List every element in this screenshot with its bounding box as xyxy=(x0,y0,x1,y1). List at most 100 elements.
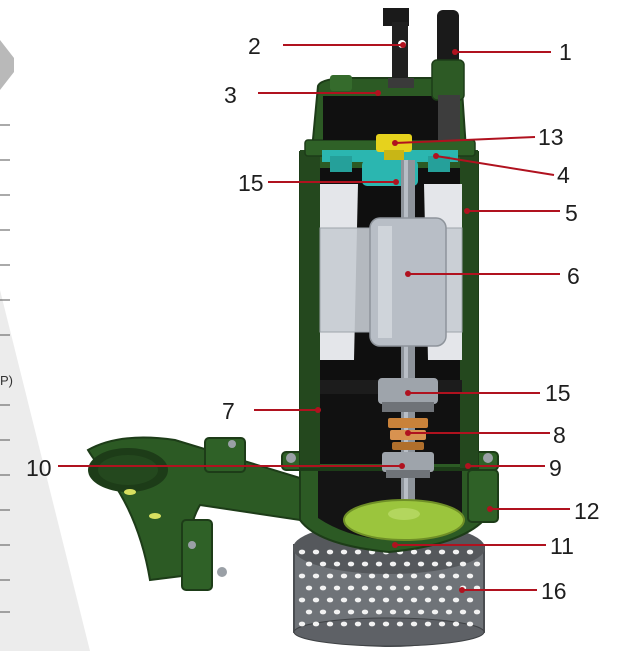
leader-dot-6 xyxy=(405,271,411,277)
strainer-hole xyxy=(452,621,460,627)
leader-dot-3 xyxy=(375,90,381,96)
discharge-elbow xyxy=(86,436,301,591)
impeller xyxy=(343,499,465,541)
strainer-hole xyxy=(298,549,306,555)
strainer-hole xyxy=(459,609,467,615)
strainer-hole xyxy=(333,561,341,567)
strainer-hole xyxy=(438,597,446,603)
leader-dot-4 xyxy=(433,153,439,159)
leader-dot-8 xyxy=(405,430,411,436)
strainer-hole xyxy=(389,609,397,615)
strainer-hole xyxy=(312,573,320,579)
strainer-hole xyxy=(340,621,348,627)
leader-line-4 xyxy=(435,155,555,176)
strainer-hole xyxy=(340,573,348,579)
strainer-hole xyxy=(410,549,418,555)
strainer-hole xyxy=(417,585,425,591)
strainer-hole xyxy=(396,597,404,603)
strainer-hole xyxy=(333,585,341,591)
strainer-hole xyxy=(445,609,453,615)
strainer-hole xyxy=(347,561,355,567)
strainer-hole xyxy=(445,561,453,567)
strainer-hole xyxy=(375,561,383,567)
strainer-hole xyxy=(452,597,460,603)
strainer-hole xyxy=(368,621,376,627)
strainer-hole xyxy=(473,609,481,615)
strainer-hole xyxy=(445,585,453,591)
strainer-hole xyxy=(347,585,355,591)
strainer-hole xyxy=(466,573,474,579)
strainer-hole xyxy=(424,549,432,555)
strainer-hole xyxy=(354,573,362,579)
callout-9: 9 xyxy=(549,455,562,481)
leader-dot-12 xyxy=(487,506,493,512)
strainer-hole xyxy=(403,609,411,615)
strainer-hole xyxy=(354,597,362,603)
strainer-hole xyxy=(354,549,362,555)
strainer-hole xyxy=(389,585,397,591)
leader-lines xyxy=(58,44,570,591)
callout-8: 8 xyxy=(553,422,566,448)
strainer-hole xyxy=(305,561,313,567)
callout-1: 1 xyxy=(559,39,572,65)
strainer-hole xyxy=(340,549,348,555)
leader-dot-9 xyxy=(465,463,471,469)
strainer-hole xyxy=(326,597,334,603)
strainer-hole xyxy=(410,573,418,579)
callout-11: 11 xyxy=(550,533,574,559)
strainer-hole xyxy=(326,549,334,555)
callout-12: 12 xyxy=(574,498,600,524)
strainer-hole xyxy=(312,621,320,627)
strainer-hole xyxy=(340,597,348,603)
leader-dots xyxy=(315,42,493,593)
strainer-hole xyxy=(452,549,460,555)
strainer-hole xyxy=(403,585,411,591)
leader-dot-11 xyxy=(392,542,398,548)
strainer-hole xyxy=(403,561,411,567)
strainer-hole xyxy=(375,585,383,591)
strainer-hole xyxy=(319,561,327,567)
strainer-hole xyxy=(326,573,334,579)
leader-dot-16 xyxy=(459,587,465,593)
leader-dot-15b xyxy=(405,390,411,396)
strainer-hole xyxy=(333,609,341,615)
strainer-hole xyxy=(410,597,418,603)
strainer-hole xyxy=(298,621,306,627)
strainer-hole xyxy=(361,585,369,591)
leader-dot-1 xyxy=(452,49,458,55)
cable-entry xyxy=(431,10,465,140)
callout-13: 13 xyxy=(538,124,564,150)
strainer-hole xyxy=(361,561,369,567)
callout-5: 5 xyxy=(565,200,578,226)
strainer-hole xyxy=(424,597,432,603)
leader-dot-7 xyxy=(315,407,321,413)
callout-7: 7 xyxy=(222,398,235,424)
callout-2: 2 xyxy=(248,33,261,59)
callout-4: 4 xyxy=(557,162,570,188)
strainer-hole xyxy=(466,549,474,555)
strainer-hole xyxy=(361,609,369,615)
leader-dot-5 xyxy=(464,208,470,214)
left-table-rules xyxy=(0,124,10,613)
strainer-hole xyxy=(396,621,404,627)
callout-15-bottom: 15 xyxy=(545,380,571,406)
strainer-hole xyxy=(326,621,334,627)
strainer-hole xyxy=(354,621,362,627)
strainer-hole xyxy=(431,561,439,567)
strainer-hole xyxy=(382,573,390,579)
strainer-holes xyxy=(298,549,481,627)
strainer-hole xyxy=(347,609,355,615)
strainer-hole xyxy=(438,621,446,627)
strainer-hole xyxy=(431,609,439,615)
strainer-hole xyxy=(382,621,390,627)
rotor xyxy=(369,217,447,347)
strainer-hole xyxy=(417,561,425,567)
strainer-hole xyxy=(417,609,425,615)
strainer-hole xyxy=(305,609,313,615)
background-wedge xyxy=(0,40,14,90)
strainer-hole xyxy=(438,549,446,555)
strainer-hole xyxy=(319,609,327,615)
leader-dot-13 xyxy=(392,140,398,146)
strainer-hole xyxy=(424,573,432,579)
